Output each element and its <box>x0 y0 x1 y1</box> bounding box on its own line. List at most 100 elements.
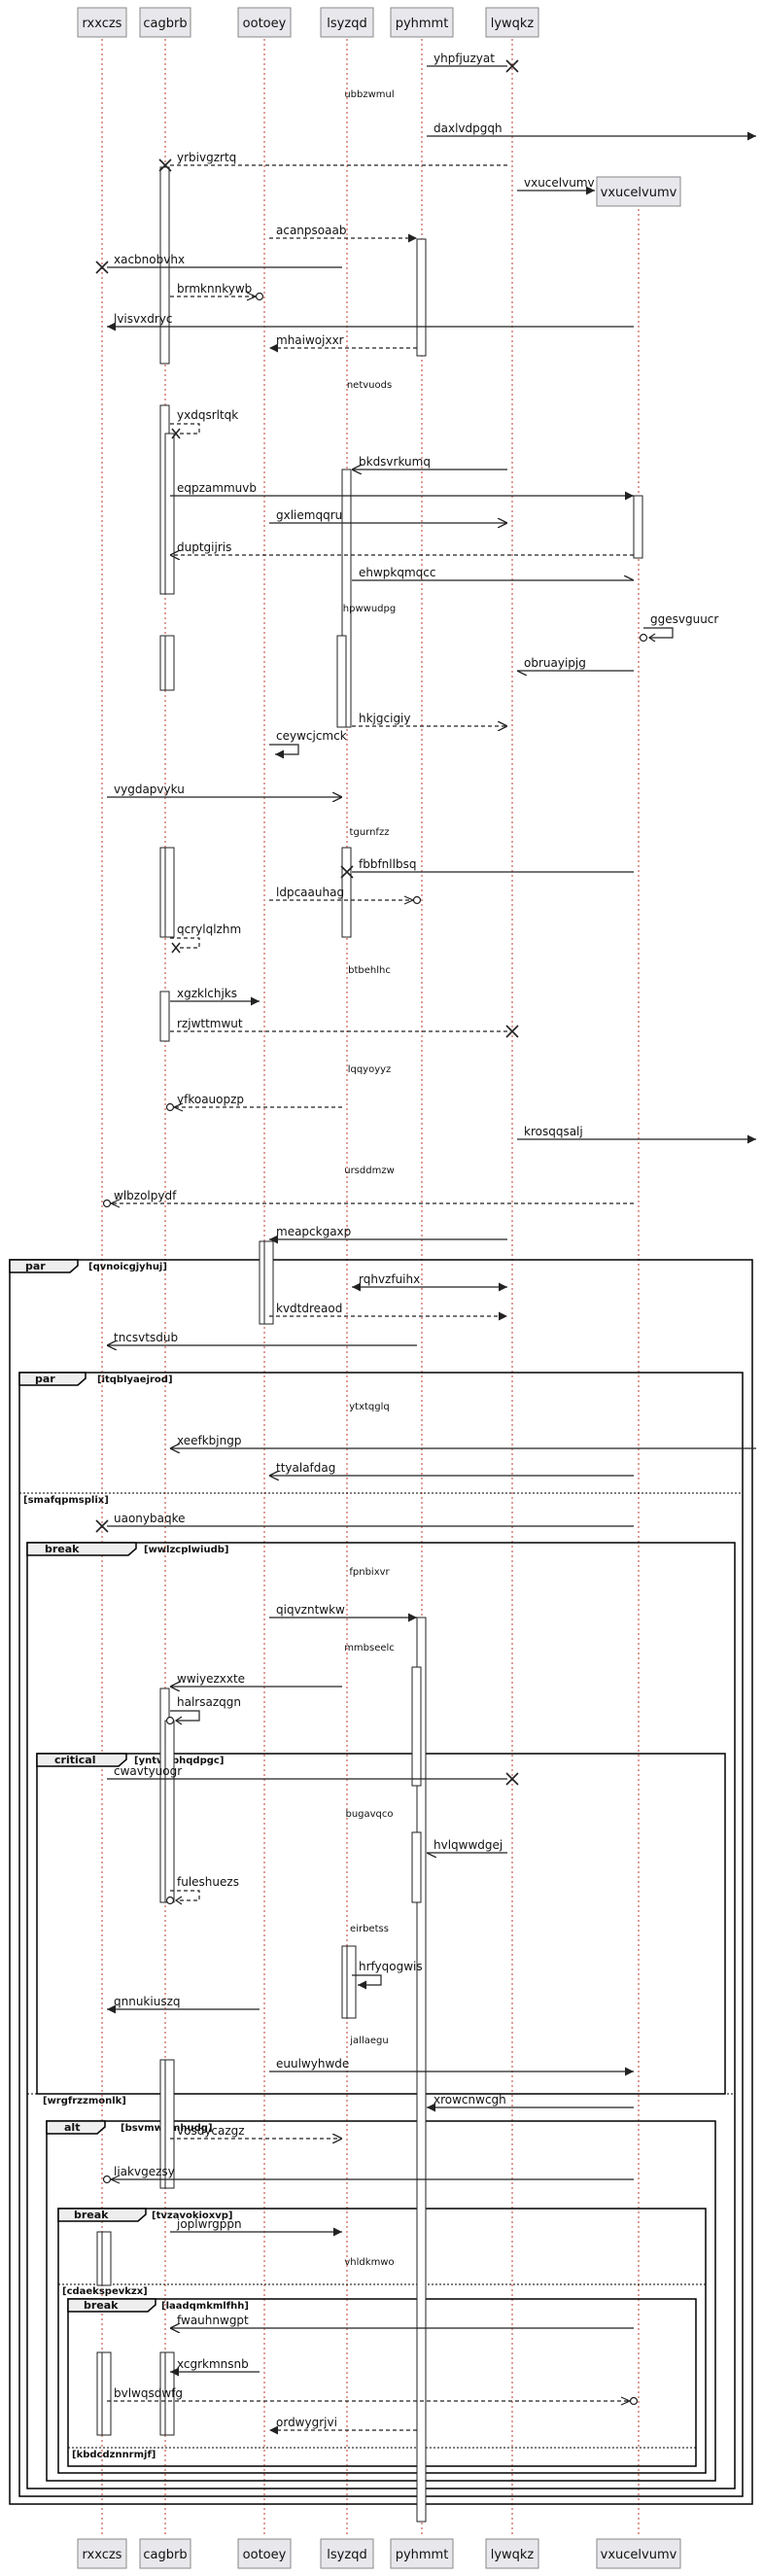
message-lvisvxdryc[interactable]: lvisvxdryc <box>107 312 634 331</box>
message-label: daxlvdpgqh <box>434 122 503 135</box>
message-wwiyezxxte[interactable]: wwiyezxxte <box>170 1672 342 1687</box>
message-label: hvlqwwdgej <box>434 1838 503 1852</box>
message-eqpzammuvb[interactable]: eqpzammuvb <box>170 481 634 501</box>
fragment-guard: [qvnoicgjyhuj] <box>88 1262 167 1272</box>
message-bkdsvrkumq[interactable]: bkdsvrkumq <box>352 455 507 470</box>
message-tncsvtsdub[interactable]: tncsvtsdub <box>107 1331 417 1345</box>
message-qcrylqlzhm[interactable]: qcrylqlzhm <box>170 922 241 954</box>
participant-rxxczs[interactable]: rxxczs <box>77 2538 127 2569</box>
message-ldpcaauhag[interactable]: ldpcaauhag <box>269 886 422 905</box>
activations <box>96 166 643 2523</box>
message-liakvgezsy[interactable]: liakvgezsy <box>102 2165 635 2184</box>
message-xcgrkmnsnb[interactable]: xcgrkmnsnb <box>170 2357 260 2377</box>
fragment-label: break <box>84 2299 119 2312</box>
circle-end <box>102 2175 112 2184</box>
fragment-par: par [qvnoicgjyhuj] <box>9 1259 753 2505</box>
message-uaonybaqke[interactable]: uaonybaqke <box>95 1512 634 1533</box>
message-ttyalafdag[interactable]: ttyalafdag <box>269 1461 634 1476</box>
fragment-guard: [laadqmkmlfhh] <box>161 2301 249 2312</box>
message-brmknnkywb[interactable]: brmknnkywb <box>170 282 264 301</box>
fragment-label: par <box>35 1373 55 1385</box>
participant-lywqkz[interactable]: lywqkz <box>485 2538 539 2569</box>
message-label: kvdtdreaod <box>276 1302 342 1315</box>
participant-cagbrb[interactable]: cagbrb <box>139 7 191 38</box>
message-label: xgzklchjks <box>177 987 237 1000</box>
message-yxdqsrltqk[interactable]: yxdqsrltqk <box>170 408 238 439</box>
message-vxucelvumv[interactable]: vxucelvumv <box>517 176 595 195</box>
message-euulwyhwde[interactable]: euulwyhwde <box>269 2057 634 2076</box>
message-ordwygrjvi[interactable]: ordwygrjvi <box>269 2416 417 2435</box>
message-xeefkbjngp[interactable]: xeefkbjngp <box>170 1434 756 1448</box>
participant-pyhmmt[interactable]: pyhmmt <box>390 7 454 38</box>
message-hvlqwwdgej[interactable]: hvlqwwdgej <box>427 1838 507 1853</box>
message-duptgijris[interactable]: duptgijris <box>170 540 634 555</box>
message-xgzklchjks[interactable]: xgzklchjks <box>170 987 260 1006</box>
participant-lsyzqd[interactable]: lsyzqd <box>320 7 374 38</box>
message-fbbfnllbsq[interactable]: fbbfnllbsq <box>340 857 634 879</box>
participant-ootoey[interactable]: ootoey <box>237 7 292 38</box>
fragment-label: critical <box>54 1754 95 1766</box>
divider-label: eirbetss <box>350 1924 389 1934</box>
message-vygdapvyku[interactable]: vygdapvyku <box>107 783 342 797</box>
message-label: hrfyqogwis <box>359 1960 423 1973</box>
message-yhpfjuzyat[interactable]: yhpfjuzyat <box>427 52 519 73</box>
message-ggesvguucr[interactable]: ggesvguucr <box>639 612 719 643</box>
participant-label: lsyzqd <box>327 2548 366 2562</box>
message-mhaiwojxxr[interactable]: mhaiwojxxr <box>269 333 417 353</box>
message-wlbzolpydf[interactable]: wlbzolpydf <box>102 1189 635 1208</box>
fragment-guard: [tvzavokioxvp] <box>152 2210 232 2221</box>
message-xacbnobvhx[interactable]: xacbnobvhx <box>95 253 342 274</box>
message-label: lvisvxdryc <box>114 312 172 326</box>
participant-pyhmmt[interactable]: pyhmmt <box>390 2538 454 2569</box>
participant-label: lywqkz <box>491 2548 535 2562</box>
message-label: wwiyezxxte <box>177 1672 245 1686</box>
message-halrsazqgn[interactable]: halrsazqgn <box>165 1695 241 1725</box>
message-joplwrgppn[interactable]: joplwrgppn <box>170 2217 342 2237</box>
participant-heads-bottom: rxxczs cagbrb ootoey lsyzqd pyhmmt lywqk… <box>77 2538 681 2569</box>
participant-rxxczs[interactable]: rxxczs <box>77 7 127 38</box>
message-vosdycazgz[interactable]: vosdycazgz <box>170 2124 342 2139</box>
participant-cagbrb[interactable]: cagbrb <box>139 2538 191 2569</box>
divider-label: ubbzwmul <box>344 89 394 100</box>
circle-end <box>165 1716 175 1725</box>
message-label: krosqqsalj <box>524 1125 583 1138</box>
message-label: fuleshuezs <box>177 1875 239 1889</box>
message-rzjwttmwut[interactable]: rzjwttmwut <box>170 1017 519 1038</box>
message-bvlwqsdwfg[interactable]: bvlwqsdwfg <box>107 2386 639 2406</box>
participant-vxucelvumv-created[interactable]: vxucelvumv <box>596 176 681 207</box>
message-ehwpkqmqcc[interactable]: ehwpkqmqcc <box>352 566 634 581</box>
message-label: yrbivgzrtq <box>177 151 236 164</box>
message-ceywcjcmck[interactable]: ceywcjcmck <box>269 729 347 759</box>
message-yrbivgzrtq[interactable]: yrbivgzrtq <box>158 151 507 172</box>
fragment-guard: [kbdcdznnrmjf] <box>72 2450 156 2460</box>
participant-lsyzqd[interactable]: lsyzqd <box>320 2538 374 2569</box>
message-qiqvzntwkw[interactable]: qiqvzntwkw <box>269 1603 417 1622</box>
message-daxlvdpgqh[interactable]: daxlvdpgqh <box>427 122 756 141</box>
message-label: obruayipjg <box>524 656 586 670</box>
message-hkjgcigiy[interactable]: hkjgcigiy <box>352 712 507 726</box>
message-qnnukiuszq[interactable]: qnnukiuszq <box>107 1995 260 2014</box>
circle-end <box>412 895 422 905</box>
message-kvdtdreaod[interactable]: kvdtdreaod <box>269 1302 507 1321</box>
message-hrfyqogwis[interactable]: hrfyqogwis <box>352 1960 423 1990</box>
message-meapckgaxp[interactable]: meapckgaxp <box>269 1225 507 1244</box>
message-obruayipjg[interactable]: obruayipjg <box>517 656 634 671</box>
message-arrow <box>269 744 299 759</box>
message-xrowcnwcgh[interactable]: xrowcnwcgh <box>427 2093 634 2112</box>
participant-vxucelvumv[interactable]: vxucelvumv <box>596 2538 681 2569</box>
fragments: par [qvnoicgjyhuj] par [itqblyaejrod] [s… <box>9 1259 753 2505</box>
message-gxliemqqru[interactable]: gxliemqqru <box>269 508 507 523</box>
message-label: ordwygrjvi <box>276 2416 337 2429</box>
participant-ootoey[interactable]: ootoey <box>237 2538 292 2569</box>
message-fuleshuezs[interactable]: fuleshuezs <box>165 1875 239 1905</box>
message-krosqqsalj[interactable]: krosqqsalj <box>517 1125 756 1144</box>
message-cwavtyuogr[interactable]: cwavtyuogr <box>107 1764 519 1786</box>
message-acanpsoaab[interactable]: acanpsoaab <box>269 224 417 243</box>
message-fwauhnwgpt[interactable]: fwauhnwgpt <box>170 2314 634 2328</box>
arrow-head <box>174 1896 183 1905</box>
fragment-guard: [itqblyaejrod] <box>97 1375 173 1385</box>
participant-lywqkz[interactable]: lywqkz <box>485 7 539 38</box>
message-rqhvzfuihx[interactable]: rqhvzfuihx <box>352 1272 507 1292</box>
message-label: rqhvzfuihx <box>359 1272 420 1286</box>
message-yfkoauopzp[interactable]: yfkoauopzp <box>165 1093 343 1112</box>
